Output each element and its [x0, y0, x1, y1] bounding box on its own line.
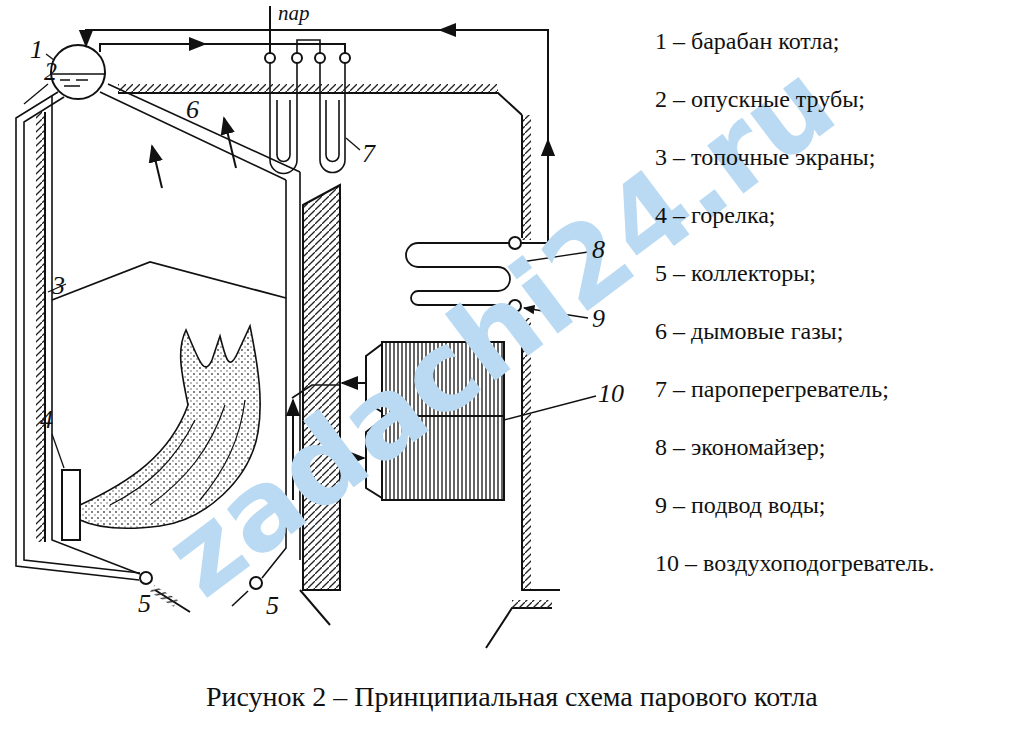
roof-hatch — [118, 84, 498, 93]
legend-entry: 8 – экономайзер; — [655, 434, 825, 460]
boiler-drum — [51, 45, 105, 99]
header — [340, 53, 350, 63]
flow-arrow — [170, 43, 205, 45]
outlet-hatch — [512, 600, 552, 608]
flow-arrow — [547, 140, 549, 180]
leader-line — [24, 84, 48, 104]
legend-entry: 5 – коллекторы; — [655, 260, 816, 286]
header — [292, 53, 302, 63]
legend-entry: 2 – опускные трубы; — [655, 86, 865, 112]
roof-wall — [118, 93, 522, 115]
steam-outlet — [269, 6, 271, 53]
wall-hatch — [36, 112, 45, 542]
burner — [62, 470, 80, 540]
legend-entry: 1 – барабан котла; — [655, 28, 840, 54]
legend-entry: 4 – горелка; — [655, 202, 776, 228]
superheater-coil — [270, 63, 345, 174]
figure-caption: Рисунок 2 – Принципиальная схема паровог… — [206, 682, 818, 713]
callout-number: 5 — [266, 592, 279, 621]
legend-entry: 7 – пароперегреватель; — [655, 376, 889, 402]
water-level — [50, 74, 106, 86]
floor-hatch — [150, 585, 178, 607]
furnace-wall — [44, 112, 46, 542]
legend-entry: 10 – воздухоподогреватель. — [655, 550, 934, 576]
header-bridge — [297, 40, 320, 53]
gas-arrow — [152, 146, 162, 188]
callout-number: 4 — [40, 406, 53, 435]
callout-number: 1 — [30, 36, 43, 65]
leader-line — [504, 396, 596, 420]
collector — [140, 572, 152, 584]
wall-hatch — [522, 115, 531, 240]
flow-arrow — [85, 36, 87, 46]
header — [265, 53, 275, 63]
leader-line — [346, 138, 360, 150]
callout-number: 9 — [592, 305, 605, 334]
furnace-nose — [52, 262, 286, 300]
legend-entry: 9 – подвод воды; — [655, 492, 826, 518]
callout-number: 6 — [186, 96, 199, 125]
callout-number: 3 — [52, 272, 65, 301]
callout-number: 8 — [592, 236, 605, 265]
callout-number: 10 — [598, 380, 624, 409]
gas-arrow — [224, 118, 236, 168]
callout-number: 5 — [138, 590, 151, 619]
header — [315, 53, 325, 63]
rear-screen — [100, 84, 300, 180]
gas-outlet — [486, 608, 552, 648]
wall-foot — [300, 590, 330, 625]
legend-entry: 6 – дымовые газы; — [655, 318, 843, 344]
steam-line — [100, 44, 345, 53]
callout-number: 2 — [44, 58, 57, 87]
flow-label: пар — [278, 2, 310, 25]
flow-arrow — [440, 29, 470, 31]
leader-line — [52, 434, 64, 468]
callout-number: 7 — [362, 140, 375, 169]
legend-entry: 3 – топочные экраны; — [655, 144, 875, 170]
